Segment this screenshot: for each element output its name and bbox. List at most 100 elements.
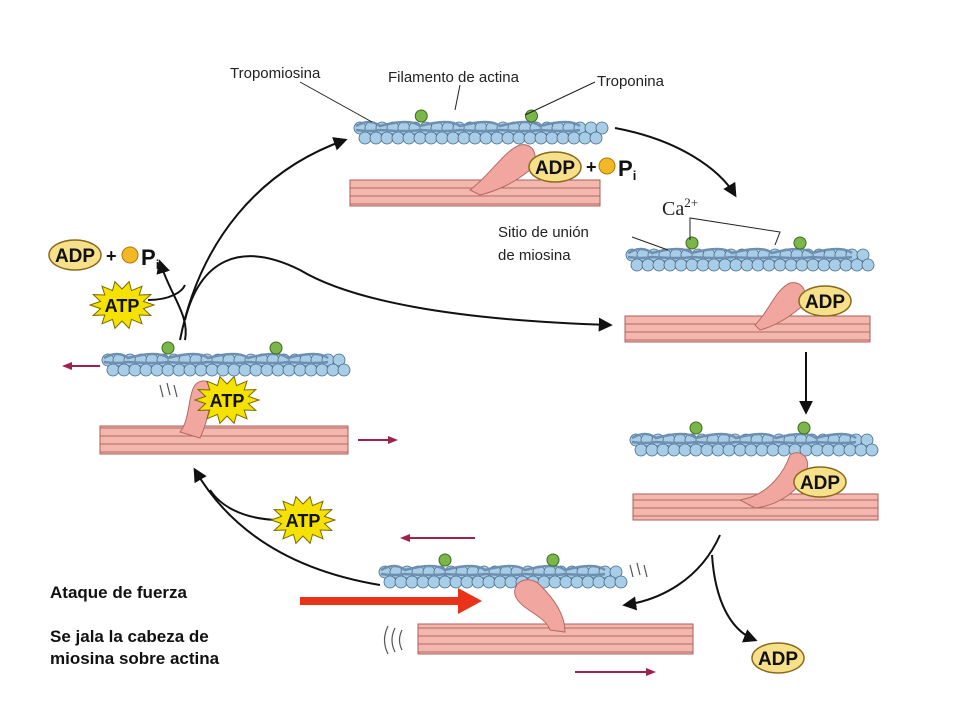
svg-text:ADP: ADP xyxy=(800,473,840,494)
troponin-complex xyxy=(438,553,452,567)
arrow-atp-to-hydrolysis xyxy=(147,284,186,301)
actin-filament-top xyxy=(353,109,609,145)
actin-bead xyxy=(614,575,628,589)
actin-filament-bottom xyxy=(378,553,628,589)
actin-bead xyxy=(777,443,791,457)
actin-bead xyxy=(821,443,835,457)
actin-bead xyxy=(358,131,372,145)
actin-bead xyxy=(609,565,623,579)
plus-left: + xyxy=(106,246,117,266)
phosphate-label-left: Pi xyxy=(141,245,159,272)
arrow-atp-in xyxy=(209,489,276,521)
arrow-top-to-right xyxy=(614,127,737,198)
actin-bead xyxy=(762,258,776,272)
actin-bead xyxy=(567,131,581,145)
actin-bead xyxy=(493,575,507,589)
actin-bead xyxy=(427,575,441,589)
motion-lines-bottom-right xyxy=(629,562,648,578)
actin-bead xyxy=(556,131,570,145)
actin-bead xyxy=(856,248,870,262)
svg-text:ADP: ADP xyxy=(535,158,575,179)
actin-bead xyxy=(205,363,219,377)
actin-bead xyxy=(656,443,670,457)
actin-bead xyxy=(817,258,831,272)
arrow-to-adp-release xyxy=(711,554,758,643)
plus-top: + xyxy=(586,157,597,177)
tropomyosin-strand xyxy=(380,572,606,577)
tropomyosin-strand xyxy=(355,120,581,128)
troponin-complex xyxy=(685,236,699,250)
actin-bead xyxy=(435,131,449,145)
actin-bead xyxy=(194,363,208,377)
actin-bead xyxy=(128,363,142,377)
caption-line1: Se jala la cabeza de xyxy=(50,627,209,646)
actin-bead xyxy=(755,443,769,457)
actin-bead xyxy=(293,363,307,377)
actin-bead xyxy=(711,443,725,457)
actin-bead xyxy=(707,258,721,272)
svg-text:ATP: ATP xyxy=(286,511,321,531)
actin-bead xyxy=(380,131,394,145)
actin-bead xyxy=(369,131,383,145)
actin-bead xyxy=(740,258,754,272)
actin-bead xyxy=(468,131,482,145)
stage-right-lower xyxy=(629,421,879,521)
actin-bead xyxy=(304,363,318,377)
actin-bead xyxy=(479,131,493,145)
motion-lines-bottom-left xyxy=(383,625,403,655)
label-binding-site-line2: de miosina xyxy=(498,247,571,264)
atp-star-left: ATP xyxy=(88,280,156,330)
actin-bead xyxy=(832,443,846,457)
atp-starburst xyxy=(193,375,261,425)
actin-bead xyxy=(216,363,230,377)
actin-bead xyxy=(751,258,765,272)
actin-bead xyxy=(512,131,526,145)
actin-bead xyxy=(667,443,681,457)
atp-starburst xyxy=(88,280,156,330)
actin-bead xyxy=(446,131,460,145)
troponin-complex xyxy=(689,421,703,435)
actin-bead xyxy=(795,258,809,272)
label-tropomyosin: Tropomiosina xyxy=(230,65,321,82)
phosphate-left xyxy=(121,246,139,264)
actin-bead xyxy=(172,363,186,377)
actin-bead xyxy=(106,363,120,377)
actin-bead xyxy=(630,258,644,272)
actin-filament-left xyxy=(101,341,351,377)
label-calcium: Ca2+ xyxy=(662,195,698,220)
tropomyosin-strand xyxy=(627,255,853,260)
svg-text:ADP: ADP xyxy=(55,246,95,267)
actin-filament-right-lower xyxy=(629,421,879,457)
svg-text:ADP: ADP xyxy=(805,292,845,313)
svg-text:ATP: ATP xyxy=(105,296,140,316)
arrow-to-bottom xyxy=(622,534,721,611)
actin-bead xyxy=(405,575,419,589)
actin-bead xyxy=(249,363,263,377)
troponin-complex xyxy=(414,109,428,123)
actin-bead xyxy=(581,575,595,589)
actin-bead xyxy=(592,575,606,589)
actin-bead xyxy=(383,575,397,589)
actin-bead xyxy=(482,575,496,589)
stage-right-upper xyxy=(624,236,875,343)
actin-bead xyxy=(332,353,346,367)
adp-badge-released: ADP xyxy=(751,642,805,674)
motion-lines-left xyxy=(159,382,178,398)
actin-bead xyxy=(839,258,853,272)
actin-bead xyxy=(150,363,164,377)
tropomyosin-strand xyxy=(631,440,857,445)
actin-bead xyxy=(578,131,592,145)
actin-bead xyxy=(559,575,573,589)
actin-bead xyxy=(595,121,609,135)
actin-bead xyxy=(861,258,875,272)
actin-bead xyxy=(449,575,463,589)
actin-bead xyxy=(471,575,485,589)
actin-bead xyxy=(678,443,692,457)
actin-bead xyxy=(634,443,648,457)
actin-bead xyxy=(828,258,842,272)
svg-text:ADP: ADP xyxy=(758,649,798,670)
actin-bead xyxy=(548,575,562,589)
svg-text:ATP: ATP xyxy=(210,391,245,411)
caption-title: Ataque de fuerza xyxy=(50,583,187,602)
actin-bead xyxy=(161,363,175,377)
